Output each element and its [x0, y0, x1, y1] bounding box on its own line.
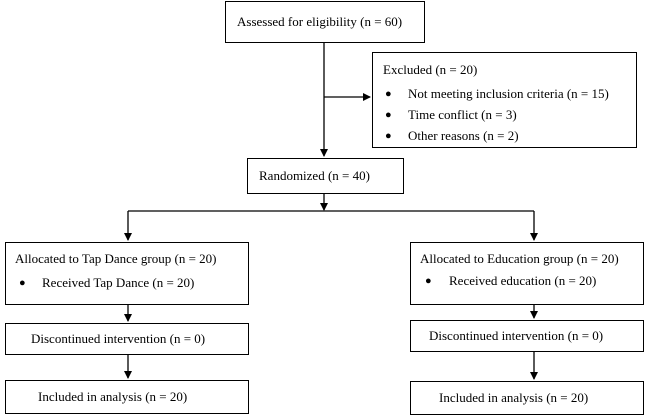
excluded-box: Excluded (n = 20) ● Not meeting inclusio… [372, 52, 637, 148]
left-received-bullet: ● [19, 277, 26, 289]
excluded-bullet-2: ● [385, 109, 392, 121]
left-received-text: Received Tap Dance (n = 20) [42, 275, 195, 290]
excluded-item-1: Not meeting inclusion criteria (n = 15) [408, 86, 609, 101]
right-analysis-box: Included in analysis (n = 20) [410, 381, 644, 415]
excluded-item-3: Other reasons (n = 2) [408, 128, 519, 143]
left-allocated-box: Allocated to Tap Dance group (n = 20) ● … [5, 242, 249, 305]
left-analysis-box: Included in analysis (n = 20) [5, 380, 249, 414]
right-received-text: Received education (n = 20) [449, 273, 597, 288]
excluded-item-2: Time conflict (n = 3) [408, 107, 517, 122]
assessed-text: Assessed for eligibility (n = 60) [237, 14, 403, 29]
left-discontinued-text: Discontinued intervention (n = 0) [31, 331, 206, 346]
excluded-bullet-1: ● [385, 88, 392, 100]
right-allocated-text: Allocated to Education group (n = 20) [420, 251, 619, 266]
left-discontinued-box: Discontinued intervention (n = 0) [5, 323, 249, 355]
right-received-bullet: ● [425, 275, 432, 287]
assessed-box: Assessed for eligibility (n = 60) [225, 1, 425, 43]
right-discontinued-text: Discontinued intervention (n = 0) [429, 328, 604, 343]
excluded-title: Excluded (n = 20) [383, 62, 478, 77]
right-allocated-box: Allocated to Education group (n = 20) ● … [410, 242, 644, 305]
randomized-text: Randomized (n = 40) [259, 168, 370, 183]
left-allocated-text: Allocated to Tap Dance group (n = 20) [15, 251, 217, 266]
left-analysis-text: Included in analysis (n = 20) [38, 389, 188, 404]
excluded-bullet-3: ● [385, 130, 392, 142]
right-analysis-text: Included in analysis (n = 20) [439, 390, 589, 405]
right-discontinued-box: Discontinued intervention (n = 0) [410, 320, 644, 352]
randomized-box: Randomized (n = 40) [247, 158, 404, 194]
